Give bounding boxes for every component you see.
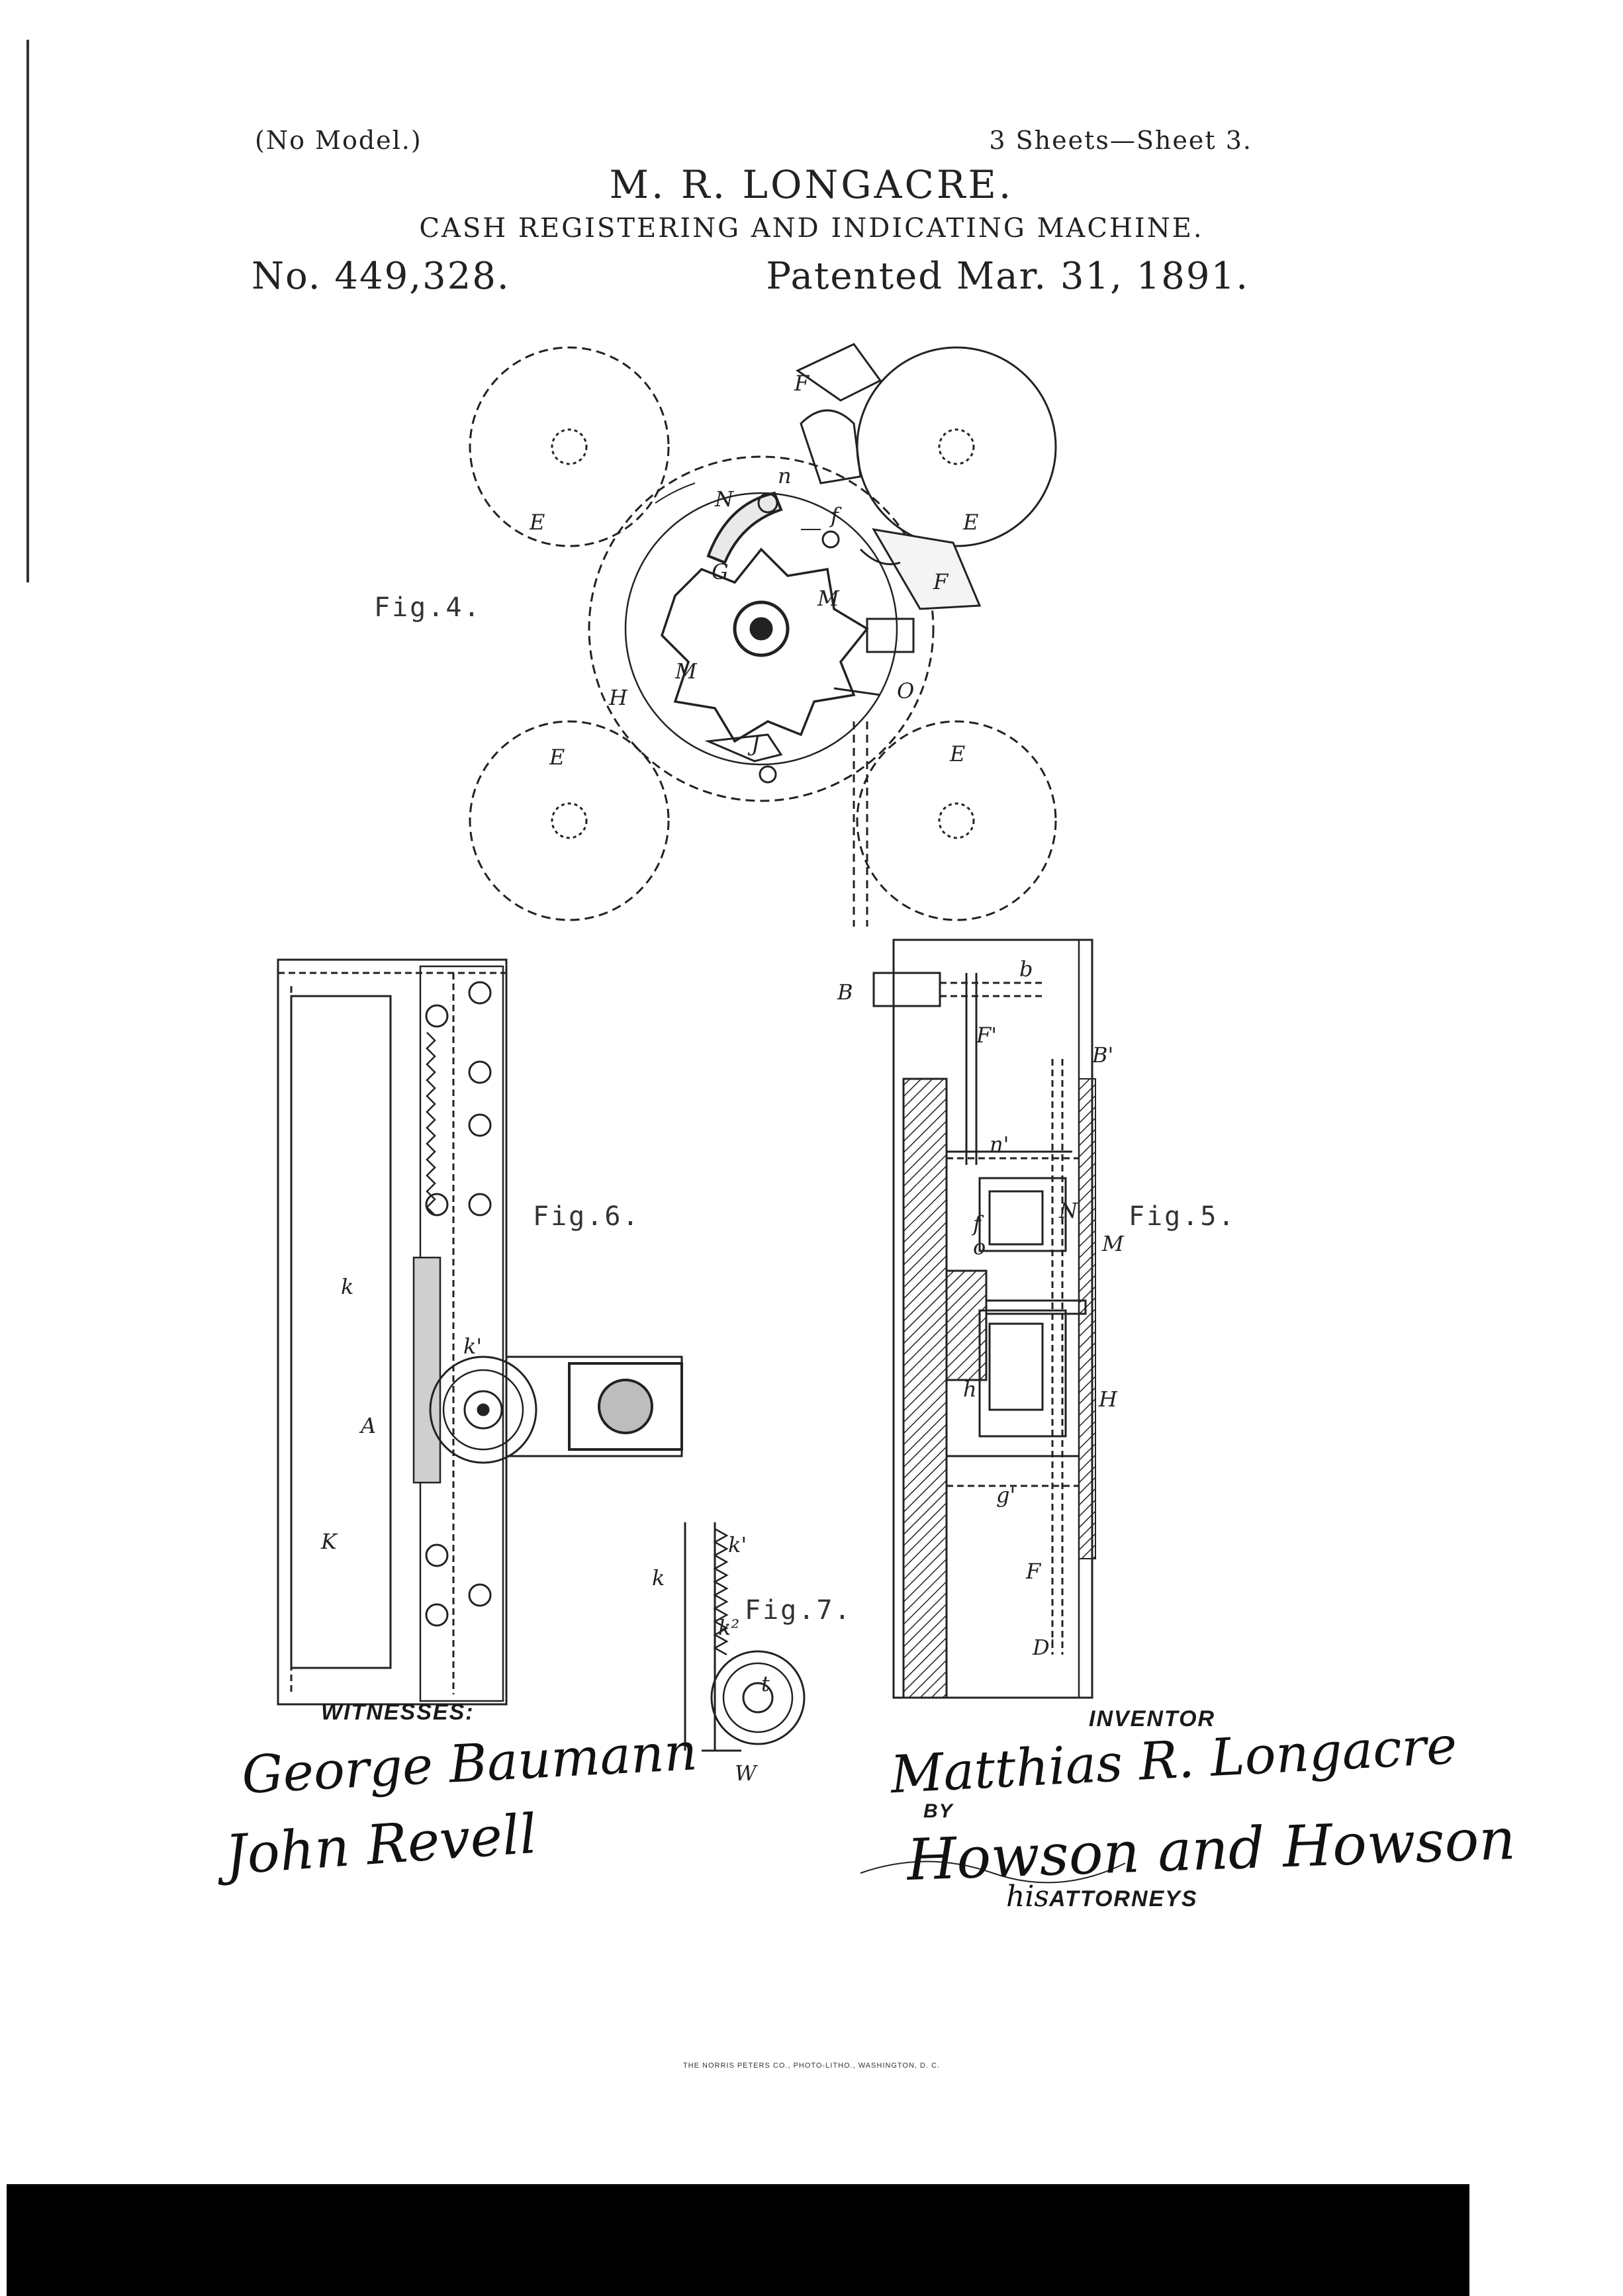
svg-text:E: E	[549, 745, 565, 770]
svg-text:M: M	[1101, 1231, 1125, 1256]
svg-text:B': B'	[1091, 1042, 1113, 1068]
svg-text:G: G	[712, 559, 729, 584]
sheet-indicator: 3 Sheets—Sheet 3.	[989, 126, 1252, 155]
svg-text:k': k'	[463, 1334, 482, 1359]
inventor-label: INVENTOR	[1089, 1706, 1216, 1731]
svg-text:B: B	[837, 980, 853, 1005]
patent-date: Patented Mar. 31, 1891.	[766, 255, 1249, 298]
svg-text:o: o	[973, 1234, 986, 1260]
svg-text:M: M	[817, 586, 840, 611]
svg-text:f: f	[829, 503, 842, 528]
svg-text:H: H	[608, 685, 628, 710]
svg-text:F': F'	[976, 1023, 997, 1048]
svg-text:N: N	[1058, 1198, 1078, 1223]
svg-text:k: k	[652, 1565, 665, 1590]
his-label: his	[1006, 1880, 1049, 1913]
patent-title: CASH REGISTERING AND INDICATING MACHINE.	[419, 213, 1204, 244]
svg-text:F: F	[794, 371, 810, 396]
printer-imprint: THE NORRIS PETERS CO., PHOTO-LITHO., WAS…	[682, 2062, 941, 2070]
svg-text:E: E	[962, 510, 978, 535]
svg-text:E: E	[529, 510, 545, 535]
witnesses-label: WITNESSES:	[321, 1700, 475, 1725]
fig6-label: Fig.6.	[533, 1201, 641, 1232]
svg-text:N: N	[714, 486, 734, 512]
svg-text:H: H	[1098, 1387, 1118, 1412]
svg-text:k: k	[341, 1274, 353, 1299]
svg-text:D': D'	[1032, 1635, 1055, 1660]
svg-text:A: A	[359, 1413, 376, 1438]
svg-text:k': k'	[728, 1532, 747, 1557]
svg-text:f: f	[972, 1211, 984, 1236]
fig4-label: Fig.4.	[374, 592, 482, 623]
fig5-label: Fig.5.	[1129, 1201, 1236, 1232]
no-model-note: (No Model.)	[255, 126, 422, 155]
svg-text:F: F	[933, 569, 949, 594]
svg-text:K: K	[320, 1529, 338, 1554]
svg-text:n: n	[778, 463, 792, 488]
scan-bottom-border	[7, 2184, 1469, 2296]
svg-text:n': n'	[990, 1132, 1009, 1157]
svg-text:b: b	[1019, 956, 1033, 982]
svg-text:O: O	[897, 678, 914, 704]
attorneys-label: ATTORNEYS	[1049, 1886, 1198, 1911]
figure-5-drawing	[872, 939, 1096, 1699]
page-edge-rule	[26, 40, 29, 582]
patent-number: No. 449,328.	[252, 255, 510, 298]
figure-7-drawing	[684, 1522, 806, 1752]
svg-text:J: J	[747, 731, 761, 757]
svg-text:k²: k²	[718, 1615, 739, 1640]
svg-text:h: h	[963, 1377, 977, 1402]
fig7-label: Fig.7.	[745, 1595, 853, 1626]
svg-text:M: M	[674, 659, 698, 684]
svg-text:E: E	[949, 741, 965, 766]
svg-text:F: F	[1025, 1559, 1042, 1584]
inventor-heading: M. R. LONGACRE.	[609, 162, 1014, 207]
svg-text:W: W	[735, 1761, 759, 1786]
by-label: BY	[923, 1800, 954, 1822]
svg-text:t: t	[761, 1671, 770, 1696]
figure-4-drawing	[469, 343, 1057, 927]
svg-text:g': g'	[996, 1483, 1015, 1508]
figure-6-drawing	[277, 958, 683, 1706]
